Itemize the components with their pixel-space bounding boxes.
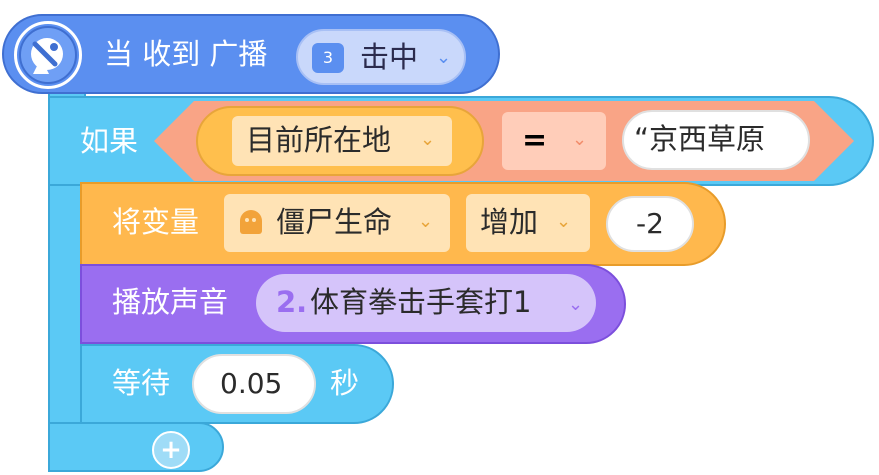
plus-icon[interactable]: + xyxy=(152,431,190,469)
chevron-down-icon: ⌄ xyxy=(436,47,452,68)
when-receive-broadcast-label: 当 收到 广播 xyxy=(104,37,268,71)
ghost-icon xyxy=(240,210,262,234)
play-sound-label: 播放声音 xyxy=(112,285,229,319)
variable-dropdown[interactable] xyxy=(232,116,452,166)
if-label: 如果 xyxy=(80,124,139,158)
chevron-down-icon: ⌄ xyxy=(568,294,584,315)
chevron-down-icon: ⌄ xyxy=(420,129,436,150)
change-action-dropdown[interactable] xyxy=(466,194,590,252)
change-action-label: 增加 xyxy=(480,205,539,239)
change-variable-label: 将变量 xyxy=(112,205,200,239)
sound-name: 体育拳击手套打1 xyxy=(310,285,532,319)
wait-unit-label: 秒 xyxy=(330,366,360,400)
chevron-down-icon: ⌄ xyxy=(556,211,572,232)
chevron-down-icon: ⌄ xyxy=(418,211,434,232)
broadcast-message-name: 击中 xyxy=(360,40,419,74)
change-amount-input[interactable] xyxy=(606,196,694,252)
wait-seconds-input[interactable] xyxy=(192,354,316,414)
sound-index: 2. xyxy=(276,285,308,319)
variable-name: 僵尸生命 xyxy=(276,205,393,239)
wait-label: 等待 xyxy=(112,366,171,400)
variable-name: 目前所在地 xyxy=(246,123,392,157)
change-amount-value: -2 xyxy=(636,207,664,240)
broadcast-badge: 3 xyxy=(312,43,344,73)
comparison-value-input[interactable] xyxy=(622,110,810,170)
operator-dropdown[interactable] xyxy=(502,112,606,170)
broadcast-message-dropdown[interactable] xyxy=(296,29,466,85)
satellite-dish-icon xyxy=(19,26,77,84)
if-block-footer xyxy=(48,422,224,472)
sound-dropdown[interactable] xyxy=(256,274,596,332)
chevron-down-icon: ⌄ xyxy=(572,129,588,150)
comparison-value: “京西草原 xyxy=(634,122,766,156)
operator-symbol: = xyxy=(522,123,548,158)
wait-seconds-value: 0.05 xyxy=(220,367,283,400)
